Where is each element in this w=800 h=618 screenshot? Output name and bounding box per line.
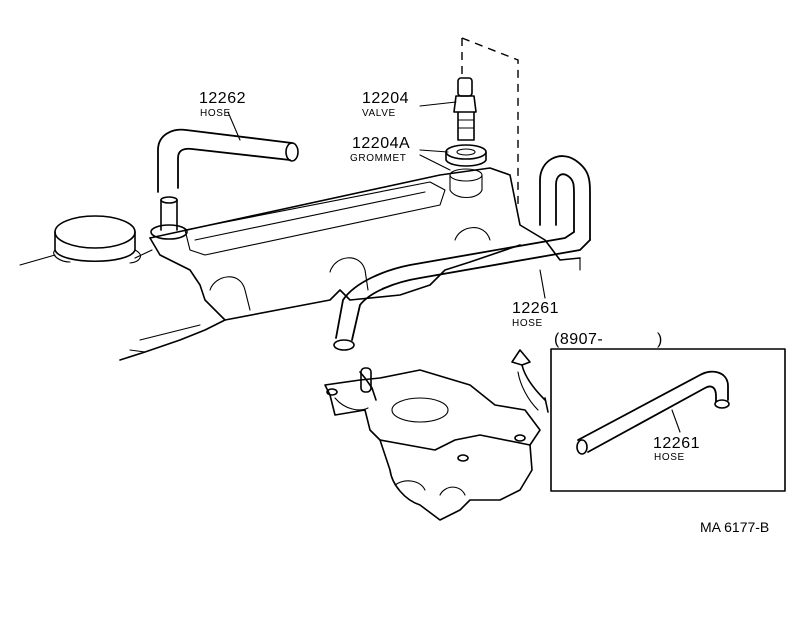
leader-12262 [227, 111, 241, 141]
label-name-12262: HOSE [200, 108, 231, 119]
pcv-valve [453, 77, 477, 141]
filler-cap [19, 215, 153, 266]
dashed-reference-line [461, 37, 519, 205]
label-name-12261: HOSE [512, 318, 543, 329]
grommet [445, 144, 487, 199]
leader-12261 [539, 269, 546, 299]
leader-12204a [419, 149, 451, 171]
label-number-12204a: 12204A [352, 135, 410, 152]
label-number-12261: 12261 [512, 300, 559, 317]
leader-inset-12261 [671, 409, 681, 433]
inset-label-number-12261: 12261 [653, 435, 700, 452]
hose-12262 [150, 128, 299, 240]
leader-12204 [419, 101, 457, 107]
inset-frame [550, 348, 786, 492]
inset-date-label: (8907- [554, 331, 603, 348]
label-number-12204: 12204 [362, 90, 409, 107]
diagram-code: MA 6177-B [700, 519, 769, 535]
label-number-12262: 12262 [199, 90, 246, 107]
label-name-12204: VALVE [362, 108, 396, 119]
intake-housing [324, 367, 541, 521]
label-name-12204a: GROMMET [350, 153, 406, 164]
inset-label-name-12261: HOSE [654, 452, 685, 463]
direction-arrow [511, 349, 549, 413]
valve-cover [119, 167, 581, 361]
inset-hose [576, 370, 730, 455]
hose-12261 [333, 155, 591, 351]
inset-date-close: ) [657, 331, 663, 348]
